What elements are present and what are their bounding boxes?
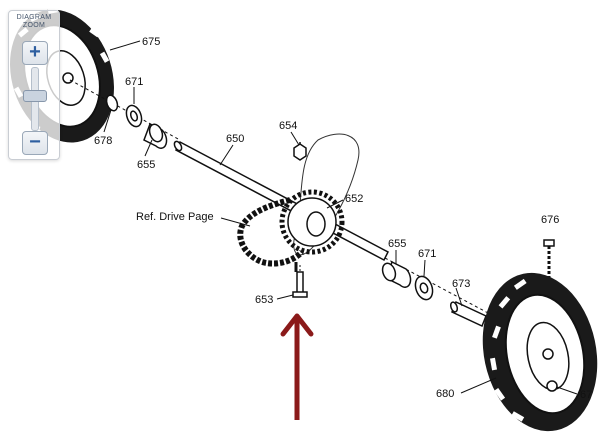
leader-lines (103, 40, 578, 395)
part-label-650: 650 (226, 133, 244, 145)
diagram-zoom-panel: DIAGRAM ZOOM + − (8, 10, 60, 160)
zoom-slider-thumb[interactable] (23, 90, 47, 103)
bolt-653 (292, 265, 308, 298)
part-label-652: 652 (345, 193, 363, 205)
zoom-out-button[interactable]: − (22, 131, 48, 155)
sprocket (279, 189, 345, 255)
part-label-680: 680 (436, 388, 454, 400)
nut-654 (293, 142, 307, 161)
part-label-654: 654 (279, 120, 297, 132)
part-label-671-right: 671 (418, 248, 436, 260)
zoom-title-line1: DIAGRAM (16, 14, 52, 21)
part-label-655-left: 655 (137, 159, 155, 171)
part-label-67-edge: 67 (580, 389, 592, 401)
zoom-title: DIAGRAM ZOOM (9, 14, 59, 30)
zoom-title-line2: ZOOM (22, 22, 46, 29)
part-label-655-right: 655 (388, 238, 406, 250)
left-hub-hardware (69, 79, 181, 149)
part-label-676: 676 (541, 214, 559, 226)
right-wheel (482, 272, 598, 432)
zoom-in-button[interactable]: + (22, 41, 48, 65)
part-label-678: 678 (94, 135, 112, 147)
drive-chain (237, 197, 305, 272)
ref-drive-page-label: Ref. Drive Page (136, 211, 214, 223)
part-label-675: 675 (142, 36, 160, 48)
part-label-671-left: 671 (125, 76, 143, 88)
part-label-673: 673 (452, 278, 470, 290)
highlight-arrow (280, 313, 314, 420)
part-label-653: 653 (255, 294, 273, 306)
